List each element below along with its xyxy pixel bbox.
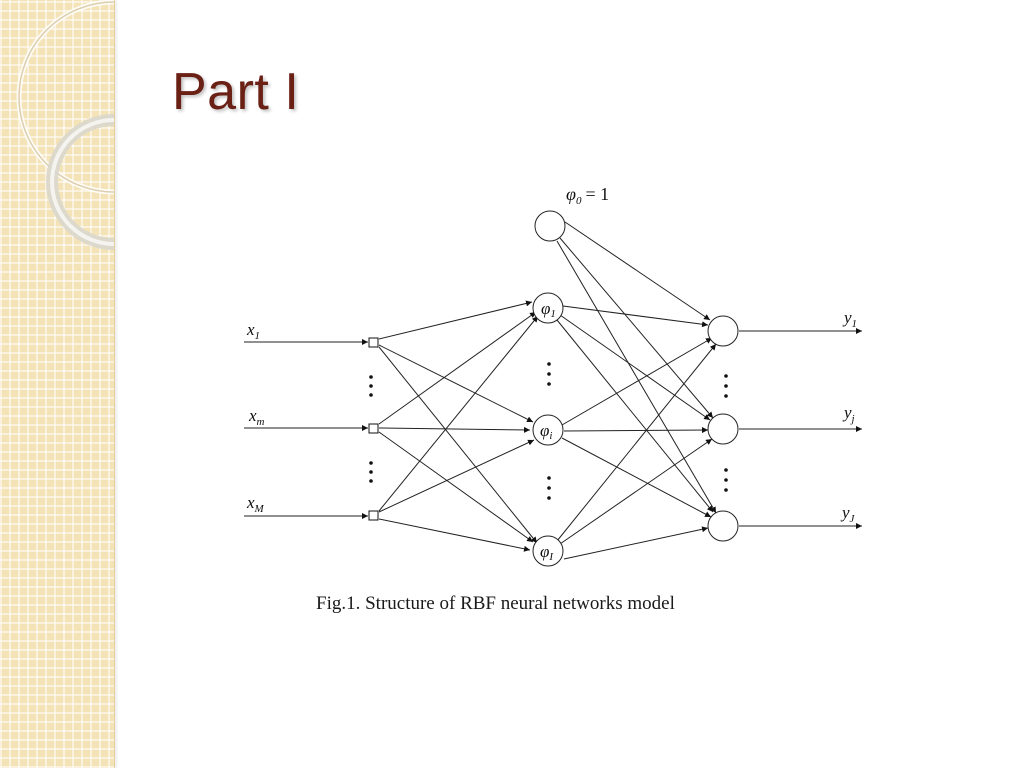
output-node [707, 413, 739, 445]
connections [244, 221, 862, 560]
hidden-node [532, 292, 564, 324]
ellipsis-dots [369, 362, 728, 500]
input-nodes [368, 337, 379, 521]
output-label-J: yJ [840, 503, 856, 525]
figure-caption: Fig.1. Structure of RBF neural networks … [316, 593, 675, 614]
hidden-node-label-1: φ1 [541, 299, 556, 320]
hidden-node-label-I: φI [540, 542, 554, 563]
bias-label: φ0= 1 [566, 184, 609, 207]
output-node [707, 315, 739, 347]
input-label-1: x1 [246, 320, 260, 342]
hidden-node-label-i: φi [540, 421, 552, 442]
input-label-M: xM [246, 493, 265, 515]
hidden-nodes [532, 210, 566, 567]
hidden-node [532, 535, 564, 567]
hidden-node [532, 414, 564, 446]
output-label-1: y1 [842, 308, 857, 330]
input-node [368, 423, 379, 434]
output-label-j: yj [842, 403, 855, 425]
input-label-m: xm [248, 406, 265, 428]
input-node [368, 337, 379, 348]
input-node [368, 510, 379, 521]
decorative-rings [16, 0, 115, 250]
output-node [707, 510, 739, 542]
output-nodes [707, 315, 739, 542]
slide-title: Part I [172, 63, 300, 121]
bias-node [534, 210, 566, 242]
